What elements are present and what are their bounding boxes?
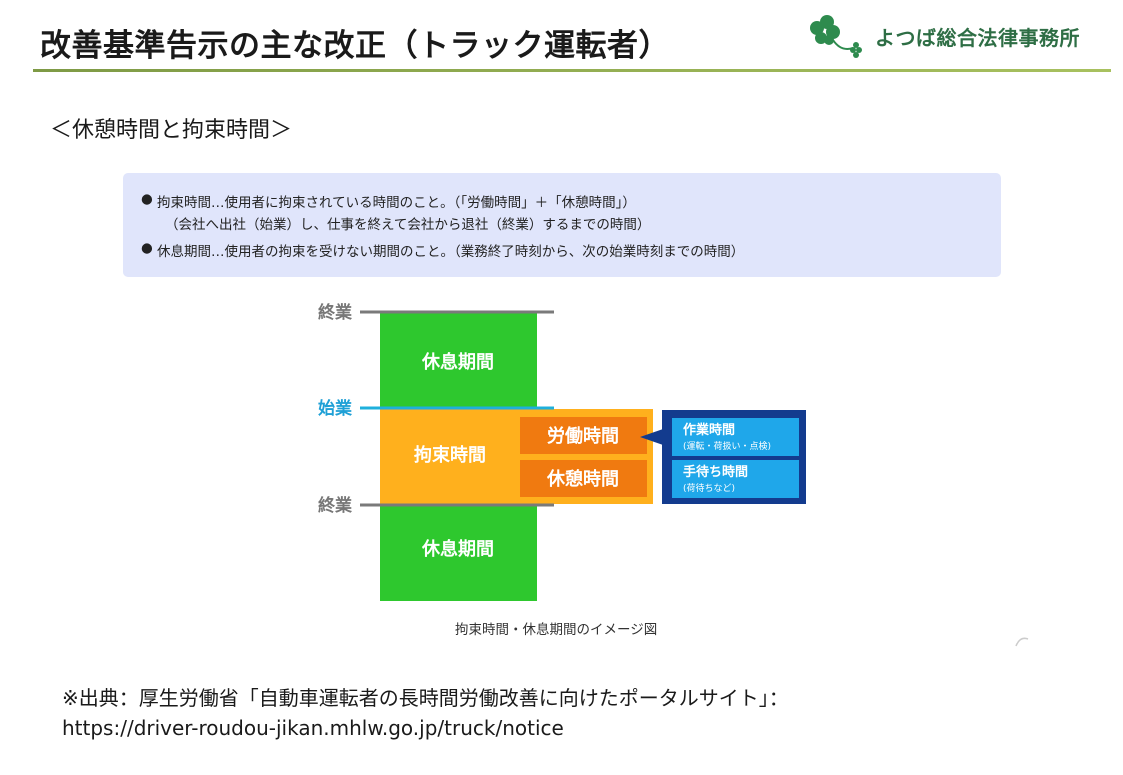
waiting-time-box (672, 460, 799, 498)
title-underline (33, 69, 1111, 72)
break-time-label: 休憩時間 (546, 468, 619, 490)
definition-rest-text: 休息期間…使用者の拘束を受けない期間のこと。（業務終了時刻から、次の始業時刻まで… (157, 244, 745, 260)
binding-time-label: 拘束時間 (414, 444, 486, 466)
break-time-box (520, 460, 647, 497)
rest-period-block-top (380, 313, 537, 408)
definition-binding: ● 拘束時間…使用者に拘束されている時間のこと。（「労働時間」＋「休憩時間」） (141, 191, 636, 211)
bullet-icon: ● (141, 240, 153, 256)
rest-period-block-bottom (380, 506, 537, 601)
logo-text: よつば総合法律事務所 (875, 26, 1080, 50)
corner-mark-icon (1015, 637, 1029, 647)
label-start: 始業 (318, 398, 352, 419)
callout-pointer (640, 428, 666, 446)
work-time-box (672, 418, 799, 456)
definition-binding-detail: （会社へ出社（始業）し、仕事を終えて会社から退社（終業）するまでの時間） (165, 217, 651, 233)
labor-time-label: 労働時間 (547, 425, 619, 447)
label-end-top: 終業 (318, 302, 352, 323)
source-note: ※出典：厚生労働省「自動車運転者の長時間労働改善に向けたポータルサイト」： (62, 686, 789, 710)
clover-icon (810, 15, 862, 58)
waiting-time-label: 手待ち時間 (683, 464, 748, 480)
work-time-sub: (運転・荷扱い・点検) (683, 440, 771, 452)
definition-box: ● 拘束時間…使用者に拘束されている時間のこと。（「労働時間」＋「休憩時間」） … (123, 173, 1001, 277)
section-heading: ＜休憩時間と拘束時間＞ (50, 118, 293, 143)
label-end-bottom: 終業 (318, 495, 352, 516)
rest-period-label-top: 休息期間 (421, 351, 494, 373)
diagram-caption: 拘束時間・休息期間のイメージ図 (455, 622, 658, 638)
work-time-label: 作業時間 (683, 422, 735, 438)
bullet-icon: ● (141, 191, 153, 207)
rest-period-label-bottom: 休息期間 (421, 538, 494, 560)
source-url[interactable]: https://driver-roudou-jikan.mhlw.go.jp/t… (62, 716, 564, 740)
waiting-time-sub: (荷待ちなど) (683, 482, 735, 494)
company-logo: よつば総合法律事務所 (803, 12, 1113, 62)
definition-binding-text: 拘束時間…使用者に拘束されている時間のこと。（「労働時間」＋「休憩時間」） (157, 195, 636, 211)
labor-time-box (520, 417, 647, 454)
page-title: 改善基準告示の主な改正（トラック運転者） (40, 28, 670, 64)
definition-rest: ● 休息期間…使用者の拘束を受けない期間のこと。（業務終了時刻から、次の始業時刻… (141, 240, 745, 260)
